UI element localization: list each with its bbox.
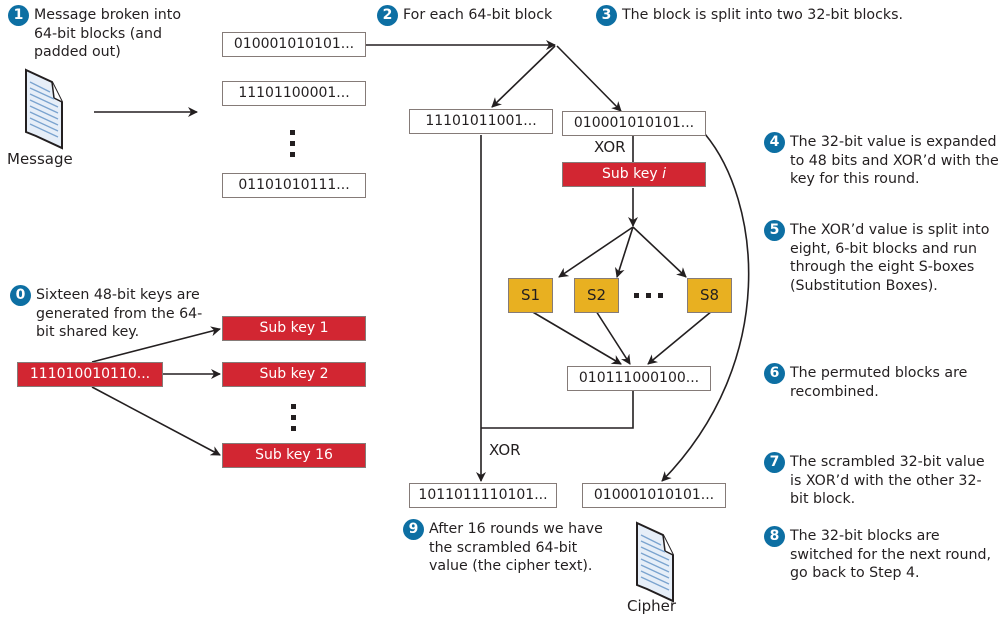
sbox-s2: S2 — [574, 278, 619, 313]
arrow-s8-to-perm — [647, 310, 713, 365]
step-text: After 16 rounds we have the scrambled 64… — [429, 521, 603, 574]
step-badge: 7 — [764, 452, 785, 473]
arrow-key-to-subkey1 — [91, 326, 221, 363]
step-4: 4 The 32-bit value is expanded to 48 bit… — [764, 132, 1000, 189]
output-left-block: 1011011110101... — [409, 483, 557, 508]
message-document-icon — [25, 68, 63, 150]
step-2: 2 For each 64-bit block — [377, 5, 597, 26]
step-badge: 5 — [764, 220, 785, 241]
step-text: For each 64-bit block — [403, 7, 553, 23]
step-text: The block is split into two 32-bit block… — [622, 7, 904, 23]
message-block-last: 01101010111... — [222, 173, 366, 198]
arrow-to-s8 — [632, 226, 687, 278]
message-block-1: 010001010101... — [222, 32, 366, 57]
message-label: Message — [7, 150, 73, 168]
step-text: The 32-bit value is expanded to 48 bits … — [790, 134, 999, 187]
left-32bit-block: 11101011001... — [409, 109, 553, 134]
step-0: 0 Sixteen 48-bit keys are generated from… — [10, 285, 210, 342]
arrow-split-right — [556, 45, 622, 112]
step-badge: 2 — [377, 5, 398, 26]
cipher-label: Cipher — [627, 597, 677, 615]
cipher-document-icon — [636, 521, 674, 603]
subkey-index: i — [662, 166, 666, 182]
step-badge: 1 — [8, 5, 29, 26]
subkey-prefix: Sub key — [602, 166, 663, 182]
xor-label-bottom: XOR — [489, 441, 521, 459]
step-text: The scrambled 32-bit value is XOR’d with… — [790, 454, 985, 507]
output-right-block: 010001010101... — [582, 483, 726, 508]
sbox-s1: S1 — [508, 278, 553, 313]
subkey-1: Sub key 1 — [222, 316, 366, 341]
arrow-s2-to-perm — [595, 310, 631, 365]
line-perm-to-xor — [481, 391, 634, 429]
permuted-block: 010111000100... — [567, 366, 711, 391]
right-32bit-block: 010001010101... — [562, 111, 706, 136]
step-badge: 0 — [10, 285, 31, 306]
shared-key: 111010010110... — [17, 362, 163, 387]
vertical-ellipsis-keys — [291, 404, 297, 437]
horizontal-ellipsis — [634, 293, 670, 298]
arrow-right-curve-to-output — [661, 133, 750, 482]
step-badge: 4 — [764, 132, 785, 153]
step-badge: 8 — [764, 526, 785, 547]
message-block-2: 11101100001... — [222, 81, 366, 106]
step-text: Message broken into 64-bit blocks (and p… — [34, 7, 182, 60]
step-7: 7 The scrambled 32-bit value is XOR’d wi… — [764, 452, 1000, 509]
arrow-to-s1 — [558, 226, 634, 278]
arrow-key-to-subkey16 — [91, 386, 221, 456]
step-9: 9 After 16 rounds we have the scrambled … — [403, 519, 619, 576]
arrow-split-left — [491, 45, 556, 108]
round-subkey: Sub key i — [562, 162, 706, 187]
arrow-s1-to-perm — [530, 310, 622, 365]
step-text: Sixteen 48-bit keys are generated from t… — [36, 287, 203, 340]
step-badge: 6 — [764, 363, 785, 384]
step-3: 3 The block is split into two 32-bit blo… — [596, 5, 996, 26]
step-badge: 9 — [403, 519, 424, 540]
subkey-16: Sub key 16 — [222, 443, 366, 468]
sbox-s8: S8 — [687, 278, 732, 313]
step-text: The 32-bit blocks are switched for the n… — [790, 528, 991, 581]
xor-label-top: XOR — [594, 138, 626, 156]
subkey-2: Sub key 2 — [222, 362, 366, 387]
vertical-ellipsis — [290, 130, 296, 163]
arrow-to-s2 — [614, 226, 634, 278]
step-8: 8 The 32-bit blocks are switched for the… — [764, 526, 1000, 583]
step-text: The XOR’d value is split into eight, 6-b… — [790, 222, 990, 294]
step-badge: 3 — [596, 5, 617, 26]
step-1: 1 Message broken into 64-bit blocks (and… — [8, 5, 208, 62]
step-5: 5 The XOR’d value is split into eight, 6… — [764, 220, 1000, 295]
step-6: 6 The permuted blocks are recombined. — [764, 363, 1000, 401]
step-text: The permuted blocks are recombined. — [790, 365, 968, 400]
